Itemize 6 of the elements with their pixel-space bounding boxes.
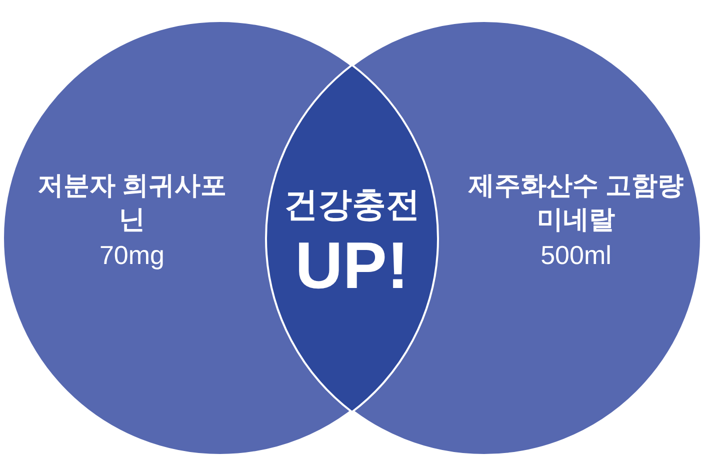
circle-heading: 제주화산수 고함량 미네랄: [467, 169, 685, 236]
circle-value: 70mg: [98, 239, 166, 272]
circle-value: 500ml: [540, 239, 612, 272]
overlap-heading: 건강충전: [283, 184, 421, 226]
circle-heading: 저분자 희귀사포닌: [36, 169, 228, 236]
overlap-slogan: UP!: [294, 226, 410, 302]
